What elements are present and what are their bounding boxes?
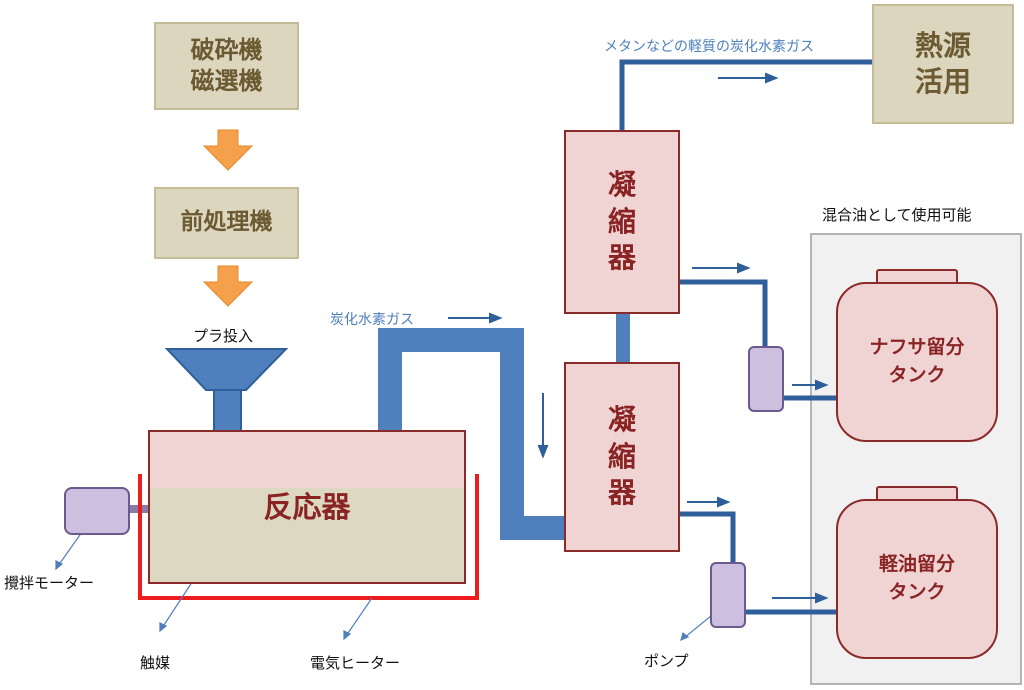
catalyst-label: 触媒 xyxy=(140,654,171,672)
light-oil-tank: 軽油留分 タンク xyxy=(836,499,998,659)
hydrocarbon-gas-pipe xyxy=(378,328,564,540)
reactor-label: 反応器 xyxy=(263,490,351,524)
plastic-input-label: プラ投入 xyxy=(193,327,254,345)
hopper xyxy=(164,348,289,391)
light-hydrocarbon-gas-label: メタンなどの軽質の炭化水素ガス xyxy=(604,39,814,55)
naphtha-tank: ナフサ留分 タンク xyxy=(836,282,998,442)
condenser-top: 凝 縮 器 xyxy=(564,130,680,314)
electric-heater-label: 電気ヒーター xyxy=(310,654,401,672)
light-oil-tank-cap xyxy=(876,486,958,500)
pump-label: ポンプ xyxy=(644,652,689,670)
pretreatment-box: 前処理機 xyxy=(154,187,299,259)
crusher-box: 破砕機 磁選機 xyxy=(154,22,299,110)
naphtha-tank-cap xyxy=(876,269,958,283)
stirrer-motor xyxy=(64,487,130,535)
mixed-oil-label: 混合油として使用可能 xyxy=(822,206,972,224)
condenser-bottom: 凝 縮 器 xyxy=(564,362,680,552)
heater-leader xyxy=(345,597,373,637)
light-gas-pipe xyxy=(619,59,872,130)
process-arrow-2 xyxy=(202,265,254,307)
process-arrow-1 xyxy=(202,129,254,171)
naphtha-pump xyxy=(748,346,784,412)
stirrer-motor-label: 攪拌モーター xyxy=(4,574,95,592)
naphtha-pipe-in xyxy=(680,279,768,348)
reactor-contents xyxy=(150,488,464,582)
hopper-chute xyxy=(213,389,242,433)
condenser-connector-pipe xyxy=(616,312,630,364)
stirrer-leader xyxy=(57,531,83,567)
reactor: 反応器 xyxy=(148,430,466,584)
light-oil-pump xyxy=(710,562,746,628)
light-oil-pipe-in xyxy=(680,511,736,565)
electric-heater xyxy=(138,474,479,600)
hydrocarbon-gas-label: 炭化水素ガス xyxy=(330,312,414,328)
heat-use-box: 熱源 活用 xyxy=(872,4,1014,124)
